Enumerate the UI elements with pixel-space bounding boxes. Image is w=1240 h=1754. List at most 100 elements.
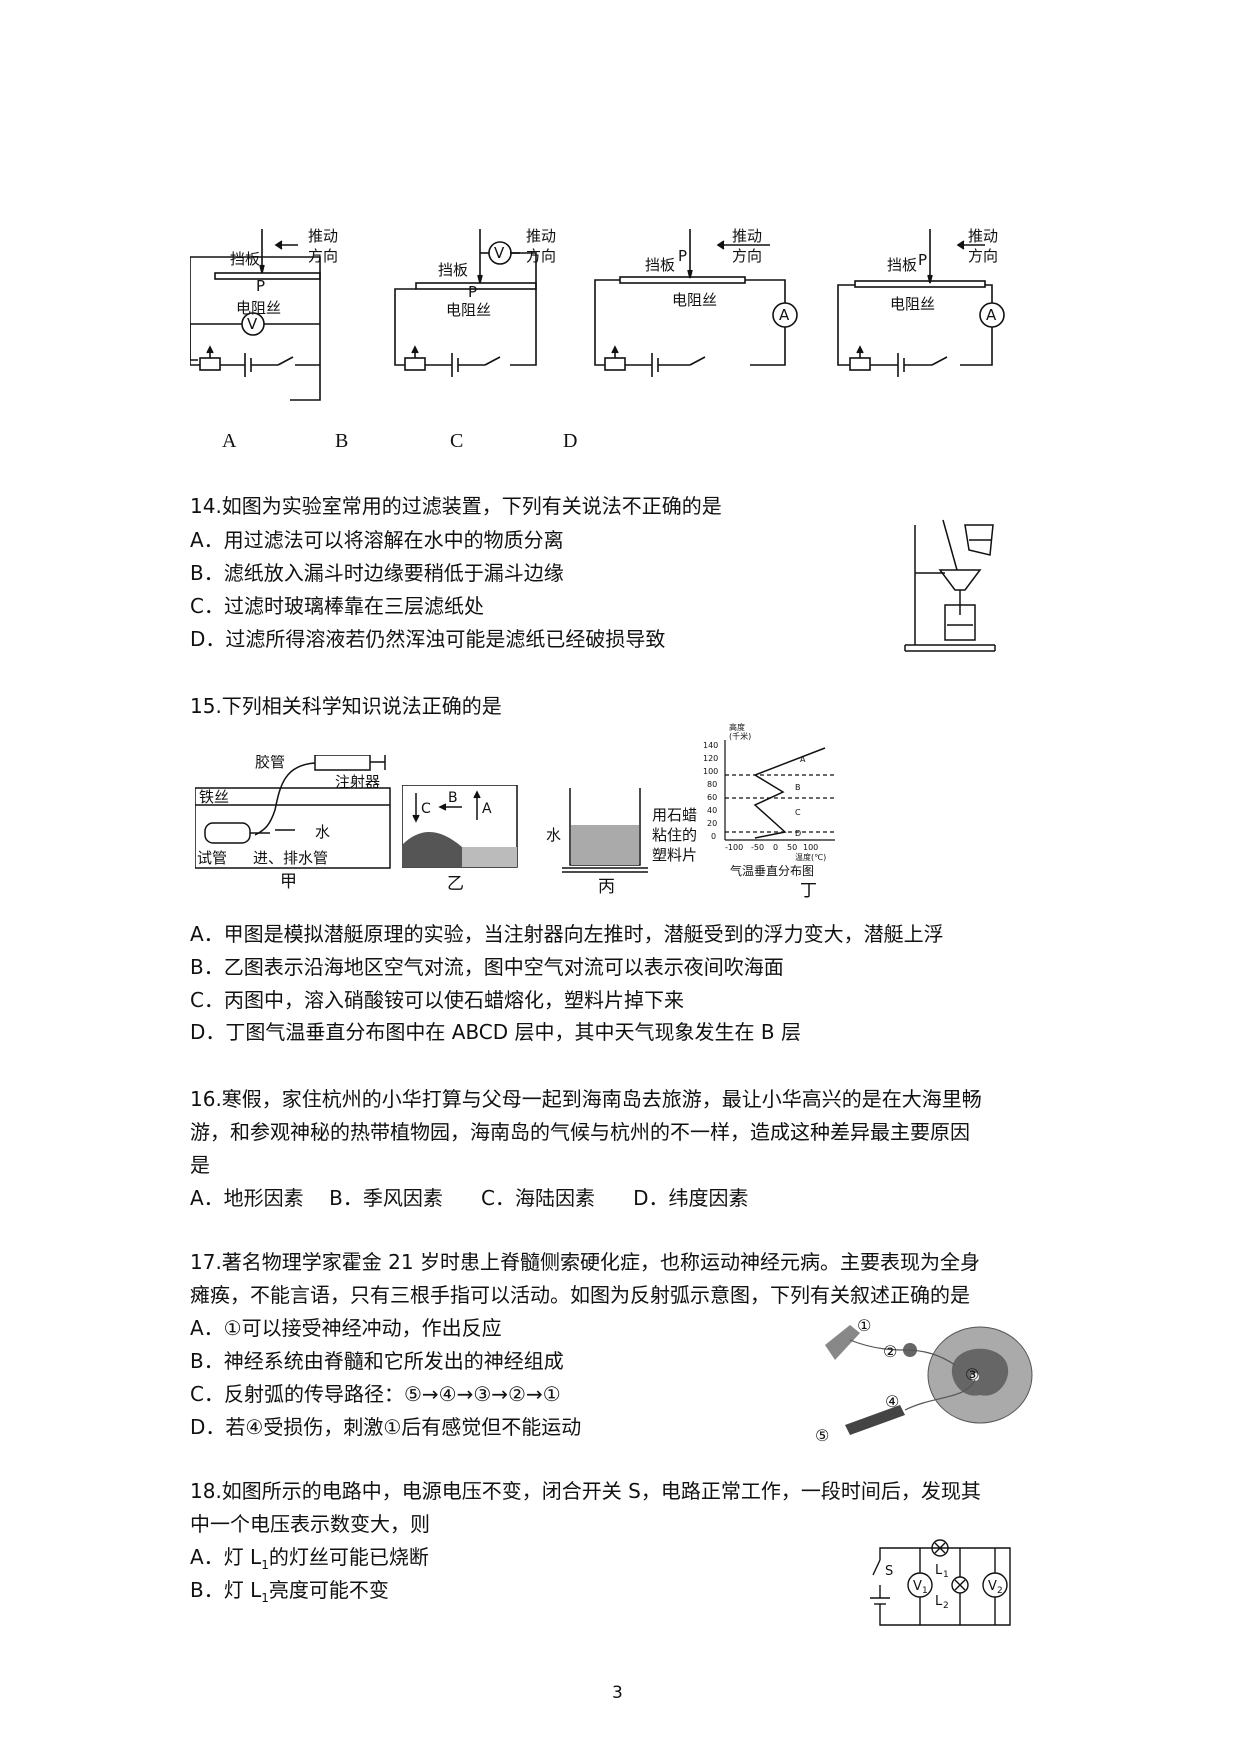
svg-text:2: 2 xyxy=(997,1586,1003,1596)
svg-text:推动: 推动 xyxy=(308,227,338,245)
svg-text:0: 0 xyxy=(773,843,778,852)
svg-text:-100: -100 xyxy=(725,843,743,852)
circuit-label-a: A xyxy=(222,430,237,452)
q15-option-d: D．丁图气温垂直分布图中在 ABCD 层中，其中天气现象发生在 B 层 xyxy=(190,1020,801,1044)
svg-text:140: 140 xyxy=(703,741,718,750)
svg-text:挡板: 挡板 xyxy=(438,261,468,279)
svg-text:L: L xyxy=(935,1594,943,1609)
svg-text:C: C xyxy=(795,808,801,817)
fig-jia-submarine: 胶管 注射器 铁丝 试管 水 进、排水管 甲 xyxy=(195,755,391,890)
page-number: 3 xyxy=(612,1683,623,1703)
svg-text:乙: 乙 xyxy=(447,874,464,894)
svg-text:丙: 丙 xyxy=(598,877,615,895)
svg-text:粘住的: 粘住的 xyxy=(652,826,697,844)
svg-text:B: B xyxy=(795,783,801,792)
svg-text:甲: 甲 xyxy=(280,872,297,890)
circuit-diagrams: 挡板 推动 方向 P 电阻丝 V 挡板 推动 方向 P 电阻丝 V 挡板 推动 … xyxy=(190,227,1005,401)
svg-text:电阻丝: 电阻丝 xyxy=(890,295,935,313)
q18-stem-line1: 18.如图所示的电路中，电源电压不变，闭合开关 S，电路正常工作，一段时间后，发… xyxy=(190,1479,981,1503)
svg-text:P: P xyxy=(468,283,477,301)
svg-text:V: V xyxy=(988,1579,997,1594)
svg-text:L: L xyxy=(935,1563,943,1578)
q16-options: A．地形因素 B．季风因素 C．海陆因素 D．纬度因素 xyxy=(190,1186,749,1210)
svg-text:胶管: 胶管 xyxy=(255,755,285,771)
svg-text:铁丝: 铁丝 xyxy=(199,788,229,806)
q17-option-a: A．①可以接受神经冲动，作出反应 xyxy=(190,1316,502,1340)
svg-text:高度: 高度 xyxy=(729,722,745,732)
svg-text:方向: 方向 xyxy=(308,247,338,265)
q18-option-b: B．灯 L1亮度可能不变 xyxy=(190,1578,389,1605)
svg-text:丁: 丁 xyxy=(800,881,817,900)
svg-text:A: A xyxy=(800,755,806,764)
svg-text:A: A xyxy=(986,306,997,324)
svg-text:80: 80 xyxy=(707,780,717,789)
svg-text:20: 20 xyxy=(707,819,717,828)
circuit-label-b: B xyxy=(335,430,349,452)
svg-text:温度(℃): 温度(℃) xyxy=(795,852,826,862)
svg-text:方向: 方向 xyxy=(732,247,762,265)
svg-text:100: 100 xyxy=(703,767,718,776)
svg-text:方向: 方向 xyxy=(526,247,556,265)
svg-text:注射器: 注射器 xyxy=(335,773,380,791)
q14-option-b: B．滤纸放入漏斗时边缘要稍低于漏斗边缘 xyxy=(190,561,564,585)
svg-text:用石蜡: 用石蜡 xyxy=(652,806,697,824)
svg-text:水: 水 xyxy=(315,823,330,841)
fig-bing-beaker: 水 用石蜡 粘住的 塑料片 丙 xyxy=(546,788,697,895)
svg-text:1: 1 xyxy=(943,1570,949,1580)
svg-text:-50: -50 xyxy=(751,843,764,852)
svg-text:V: V xyxy=(247,315,258,333)
svg-text:④: ④ xyxy=(885,1392,899,1411)
svg-text:V: V xyxy=(494,244,505,262)
svg-text:进、排水管: 进、排水管 xyxy=(253,849,328,867)
q16-stem-line1: 16.寒假，家住杭州的小华打算与父母一起到海南岛去旅游，最让小华高兴的是在大海里… xyxy=(190,1087,982,1111)
svg-text:P: P xyxy=(918,251,927,269)
svg-text:50: 50 xyxy=(787,843,797,852)
svg-text:推动: 推动 xyxy=(968,227,998,245)
svg-text:P: P xyxy=(256,277,265,295)
q14-option-c: C．过滤时玻璃棒靠在三层滤纸处 xyxy=(190,594,484,618)
q14-stem: 14.如图为实验室常用的过滤装置，下列有关说法不正确的是 xyxy=(190,494,722,518)
svg-text:①: ① xyxy=(857,1316,871,1335)
svg-text:B: B xyxy=(448,790,458,806)
svg-text:②: ② xyxy=(883,1342,897,1361)
svg-text:V: V xyxy=(913,1579,922,1594)
q15-option-a: A．甲图是模拟潜艇原理的实验，当注射器向左推时，潜艇受到的浮力变大，潜艇上浮 xyxy=(190,922,944,946)
svg-text:A: A xyxy=(482,801,492,817)
svg-text:推动: 推动 xyxy=(732,227,762,245)
svg-text:0: 0 xyxy=(711,832,716,841)
svg-text:120: 120 xyxy=(703,754,718,763)
svg-text:D: D xyxy=(795,829,801,838)
svg-text:A: A xyxy=(779,306,790,324)
svg-text:③: ③ xyxy=(965,1365,979,1384)
svg-text:试管: 试管 xyxy=(197,849,227,867)
circuit-label-c: C xyxy=(450,430,464,452)
svg-text:方向: 方向 xyxy=(968,247,998,265)
fig-ding-temperature-chart: 高度 (千米) 140 120 100 80 60 40 20 0 -100 -… xyxy=(703,722,835,900)
filtration-apparatus-figure xyxy=(904,519,996,652)
svg-text:2: 2 xyxy=(943,1601,949,1611)
svg-text:100: 100 xyxy=(803,843,818,852)
svg-text:挡板: 挡板 xyxy=(887,256,917,274)
q14-option-d: D．过滤所得溶液若仍然浑浊可能是滤纸已经破损导致 xyxy=(190,627,666,651)
svg-text:⑤: ⑤ xyxy=(815,1426,829,1445)
svg-text:气温垂直分布图: 气温垂直分布图 xyxy=(730,863,814,878)
svg-text:60: 60 xyxy=(707,793,717,802)
q17-option-c: C．反射弧的传导路径：⑤→④→③→②→① xyxy=(190,1382,561,1406)
q17-stem-line1: 17.著名物理学家霍金 21 岁时患上脊髓侧索硬化症，也称运动神经元病。主要表现… xyxy=(190,1250,980,1274)
q16-stem-line2: 游，和参观神秘的热带植物园，海南岛的气候与杭州的不一样，造成这种差异最主要原因 xyxy=(190,1120,970,1144)
q15-option-c: C．丙图中，溶入硝酸铵可以使石蜡熔化，塑料片掉下来 xyxy=(190,988,684,1012)
svg-text:1: 1 xyxy=(922,1586,928,1596)
q14-option-a: A．用过滤法可以将溶解在水中的物质分离 xyxy=(190,528,564,552)
svg-text:电阻丝: 电阻丝 xyxy=(672,291,717,309)
svg-text:塑料片: 塑料片 xyxy=(652,846,697,864)
svg-text:水: 水 xyxy=(546,826,561,844)
label-board: 挡板 xyxy=(230,250,260,268)
svg-text:P: P xyxy=(678,247,687,265)
q18-stem-line2: 中一个电压表示数变大，则 xyxy=(190,1512,430,1536)
fig-yi-air-convection: C B A 乙 xyxy=(402,785,518,894)
svg-text:电阻丝: 电阻丝 xyxy=(446,301,491,319)
svg-text:(千米): (千米) xyxy=(729,731,751,741)
svg-text:C: C xyxy=(421,801,431,817)
q15-stem: 15.下列相关科学知识说法正确的是 xyxy=(190,694,502,718)
